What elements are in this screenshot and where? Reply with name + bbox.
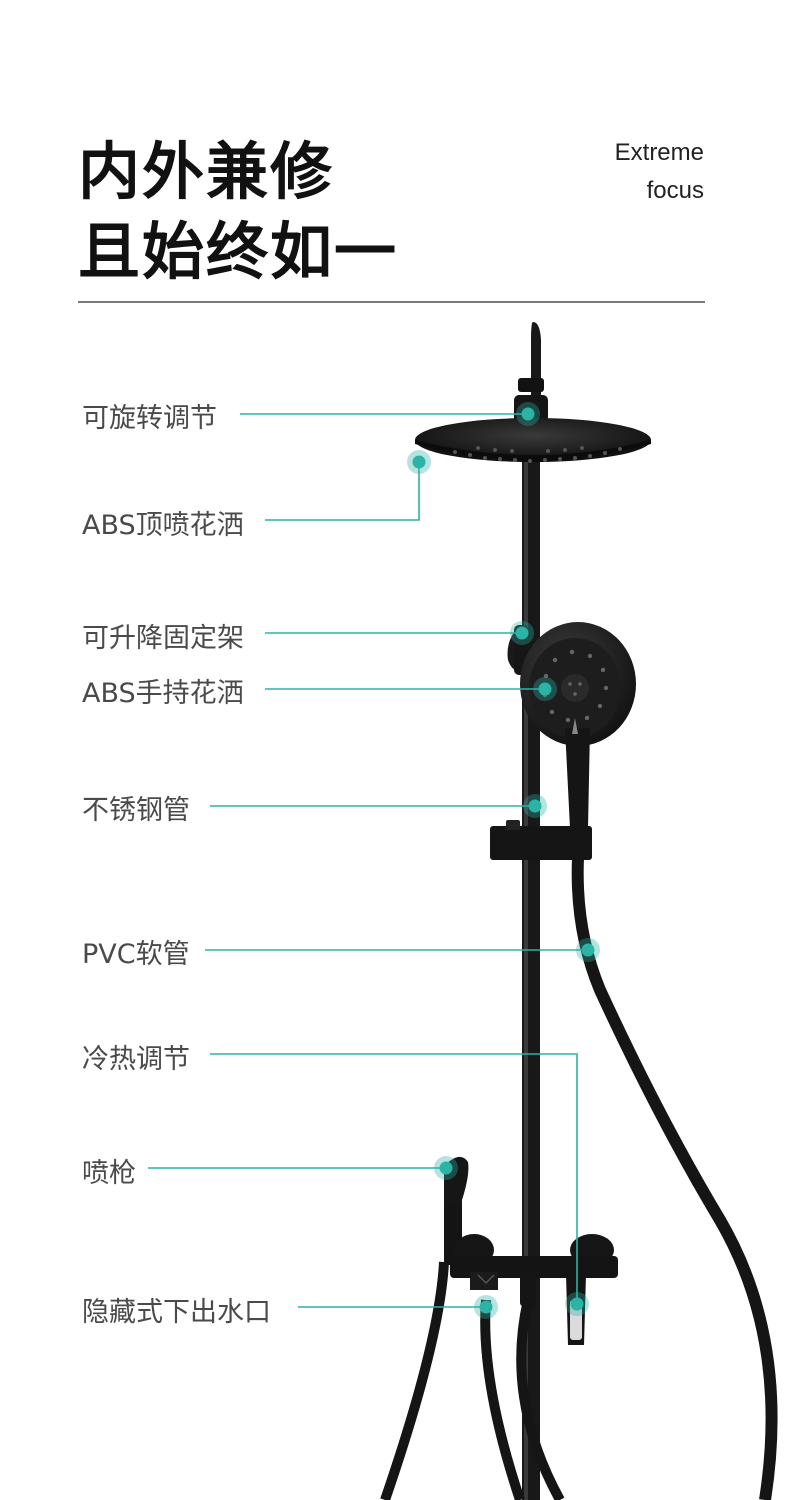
- callout-label-bracket: 可升降固定架: [82, 623, 244, 654]
- marker-hose: [576, 938, 600, 962]
- marker-sprayer: [434, 1156, 458, 1180]
- callout-label-pipe: 不锈钢管: [82, 795, 190, 826]
- callout-label-rotate: 可旋转调节: [82, 403, 217, 434]
- marker-hand-shower: [533, 677, 557, 701]
- lower-hoses: [380, 1261, 565, 1500]
- tagline-line-1: Extreme: [614, 139, 704, 166]
- callout-label-temp: 冷热调节: [82, 1044, 190, 1075]
- tagline: Extreme focus: [615, 134, 704, 210]
- callout-markers: [407, 402, 600, 1319]
- callout-label-sprayer: 喷枪: [82, 1158, 136, 1189]
- marker-top-shower: [407, 450, 431, 474]
- top-shower-head: [415, 418, 651, 463]
- hose-holder: [490, 820, 592, 860]
- callout-label-hand-shower: ABS手持花洒: [82, 678, 244, 709]
- header-divider: [78, 301, 705, 303]
- callout-label-top-shower: ABS顶喷花洒: [82, 510, 244, 541]
- title-line-2: 且始终如一: [78, 215, 399, 288]
- page-title: 内外兼修 且始终如一: [78, 132, 398, 292]
- marker-outlet: [474, 1295, 498, 1319]
- callout-lines: [148, 413, 588, 1308]
- hand-shower: [520, 622, 636, 832]
- pvc-hose: [571, 857, 778, 1500]
- marker-pipe: [523, 794, 547, 818]
- marker-temp: [565, 1292, 589, 1316]
- tagline-line-2: focus: [646, 177, 704, 204]
- callout-label-outlet: 隐藏式下出水口: [82, 1297, 271, 1328]
- title-line-1: 内外兼修: [78, 135, 335, 208]
- marker-rotate: [516, 402, 540, 426]
- callout-label-hose: PVC软管: [82, 939, 190, 970]
- marker-bracket: [510, 621, 534, 645]
